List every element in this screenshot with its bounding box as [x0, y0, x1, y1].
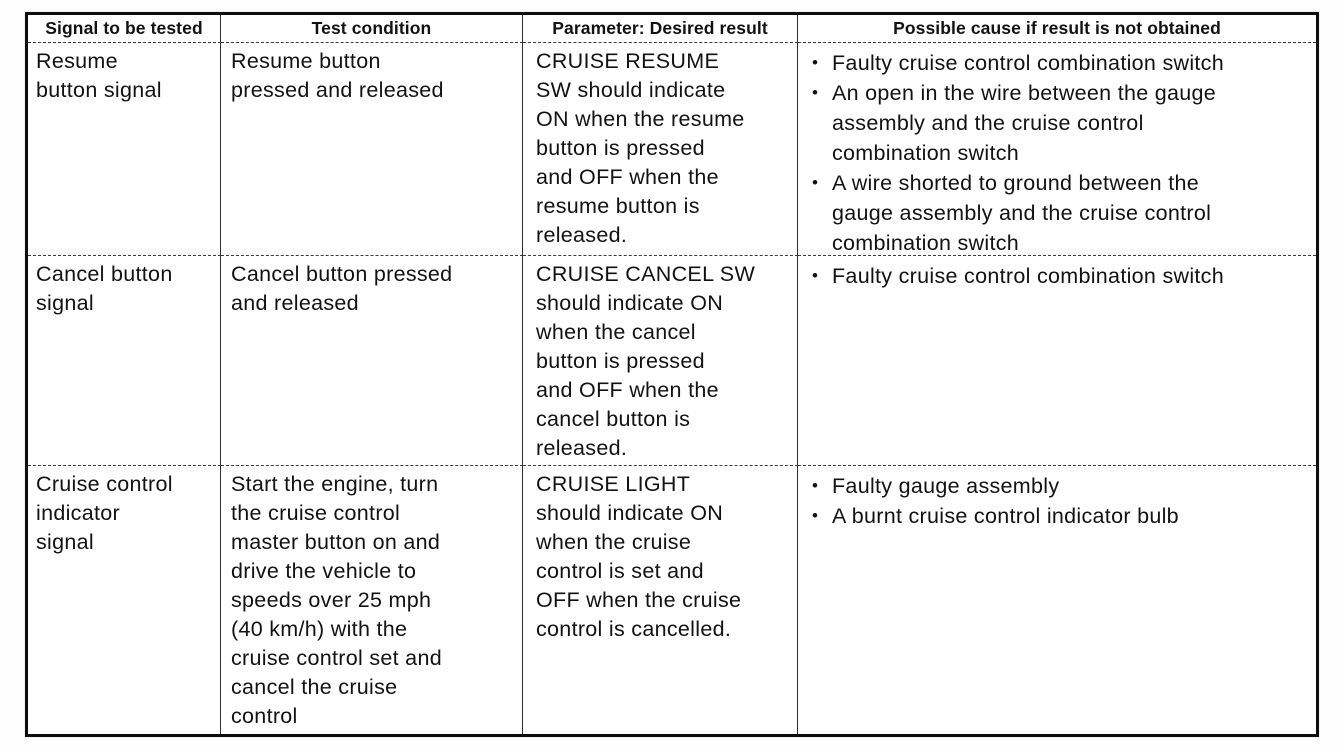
row2-result-cell: CRUISE CANCEL SW should indicate ON when… — [523, 256, 798, 466]
header-test-condition: Test condition — [221, 15, 523, 43]
cause-item: • An open in the wire between the gauge a… — [812, 78, 1310, 168]
row2-signal-cell: Cancel button signal — [28, 256, 221, 466]
cause-item: • A wire shorted to ground between the ga… — [812, 168, 1310, 255]
cause-text: A burnt cruise control indicator bulb — [832, 504, 1179, 528]
diagnostic-table: Signal to be tested Test condition Param… — [25, 12, 1319, 737]
row1-result-cell: CRUISE RESUME SW should indicate ON when… — [523, 43, 798, 256]
cause-text: Faulty cruise control combination switch — [832, 264, 1224, 288]
cause-list: • Faulty gauge assembly • A burnt cruise c… — [798, 466, 1316, 531]
bullet-icon: • — [812, 476, 819, 495]
cause-text: Faulty gauge assembly — [832, 474, 1060, 498]
row3-causes-cell: • Faulty gauge assembly • A burnt cruise c… — [798, 466, 1316, 734]
row2-condition-cell: Cancel button pressed and released — [221, 256, 523, 466]
cause-item: • Faulty cruise control combination switc… — [812, 261, 1310, 291]
row3-signal-cell: Cruise control indicator signal — [28, 466, 221, 734]
bullet-icon: • — [812, 83, 819, 102]
cause-text: Faulty cruise control combination switch — [832, 51, 1224, 75]
bullet-icon: • — [812, 53, 819, 72]
row2-causes-cell: • Faulty cruise control combination switc… — [798, 256, 1316, 466]
row1-signal-cell: Resume button signal — [28, 43, 221, 256]
row1-causes-cell: • Faulty cruise control combination switc… — [798, 43, 1316, 256]
header-parameter-desired-result: Parameter: Desired result — [523, 15, 798, 43]
bullet-icon: • — [812, 506, 819, 525]
cause-text: A wire shorted to ground between the gau… — [832, 171, 1212, 255]
header-signal-to-be-tested: Signal to be tested — [28, 15, 221, 43]
cause-item: • Faulty cruise control combination switc… — [812, 48, 1310, 78]
cause-list: • Faulty cruise control combination switc… — [798, 43, 1316, 255]
row3-result-cell: CRUISE LIGHT should indicate ON when the… — [523, 466, 798, 734]
cause-text: An open in the wire between the gauge as… — [832, 81, 1217, 165]
bullet-icon: • — [812, 173, 819, 192]
row1-condition-cell: Resume button pressed and released — [221, 43, 523, 256]
cause-list: • Faulty cruise control combination switc… — [798, 256, 1316, 291]
cause-item: • A burnt cruise control indicator bulb — [812, 501, 1310, 531]
cause-item: • Faulty gauge assembly — [812, 471, 1310, 501]
header-possible-cause: Possible cause if result is not obtained — [798, 15, 1316, 43]
row3-condition-cell: Start the engine, turn the cruise contro… — [221, 466, 523, 734]
bullet-icon: • — [812, 266, 819, 285]
